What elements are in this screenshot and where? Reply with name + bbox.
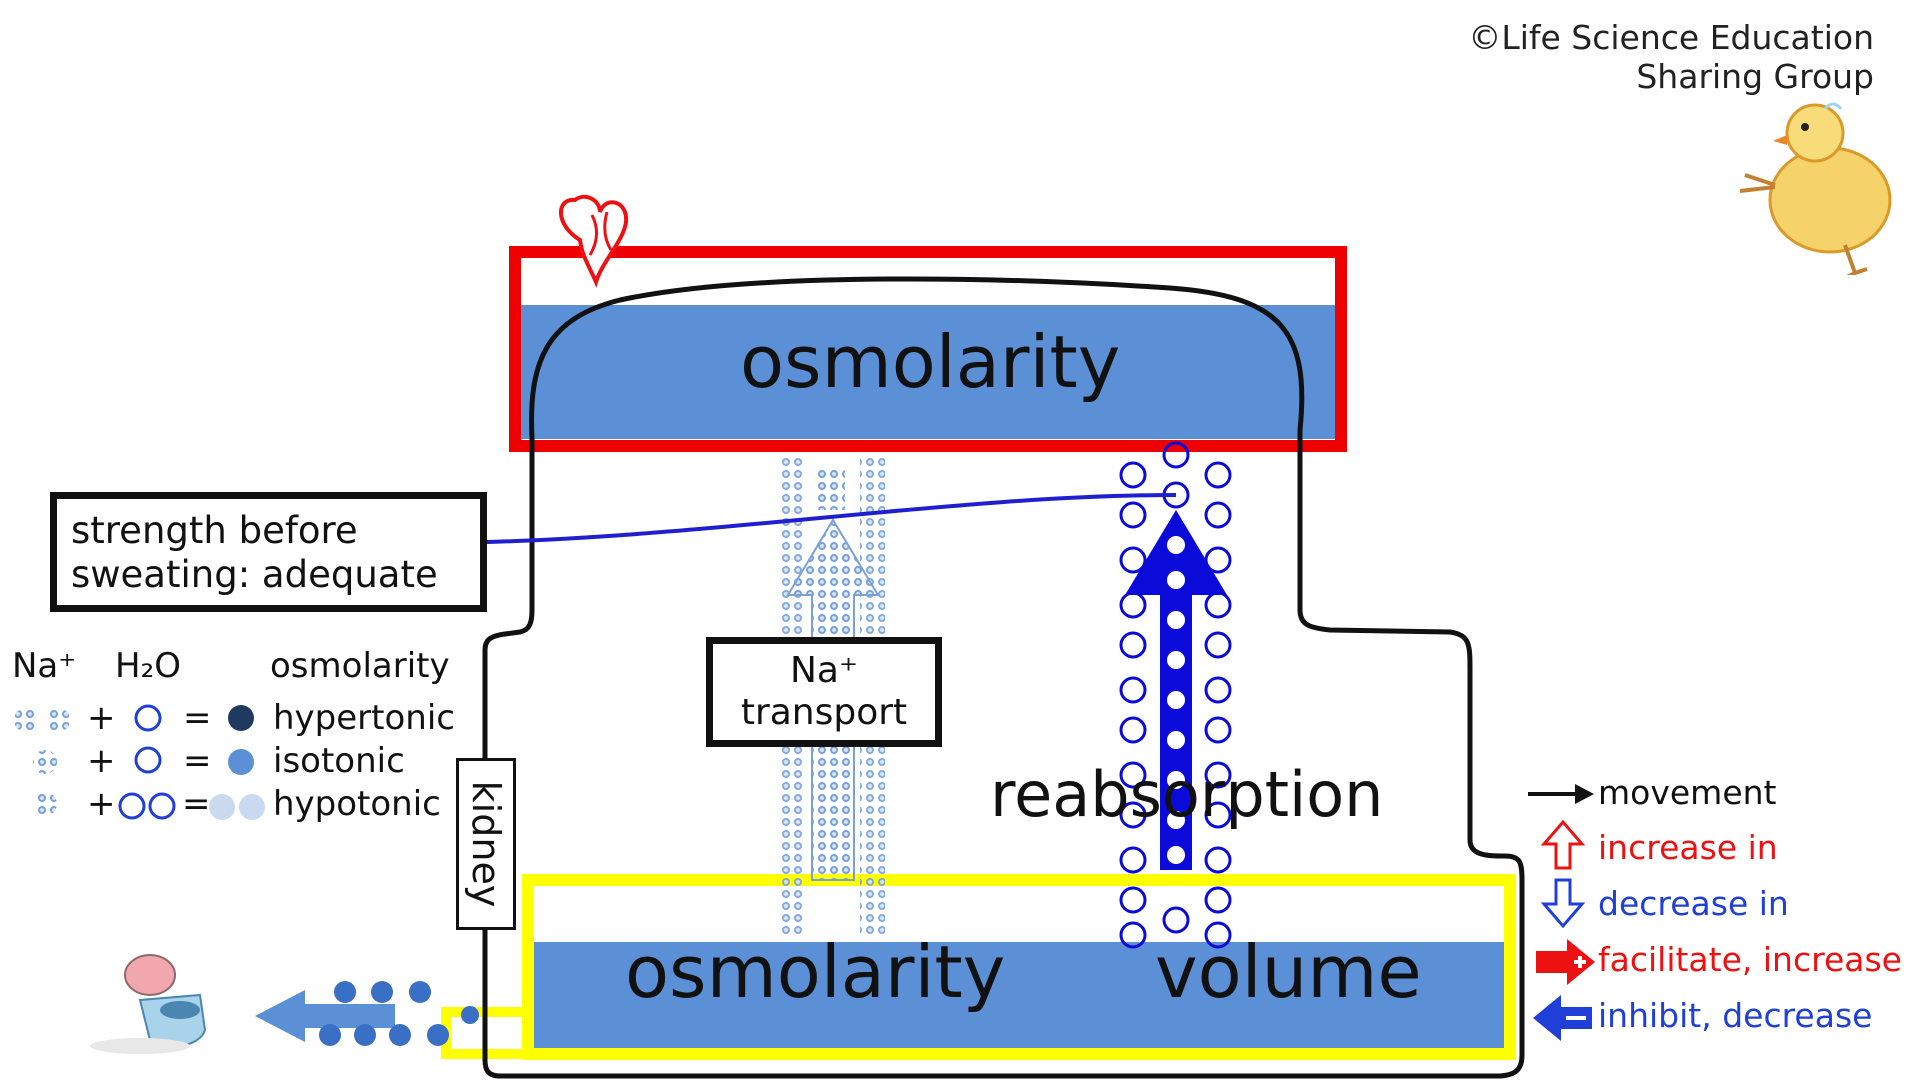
toilet-icon — [90, 954, 207, 1054]
legend-plus-3: + — [87, 784, 116, 824]
kidney-tag: kidney — [456, 758, 516, 930]
legend-equals-1: = — [183, 698, 212, 738]
legend-header-h2o: H₂O — [115, 646, 181, 686]
key-movement: movement — [1598, 773, 1777, 812]
lower-osmolarity-label: osmolarity — [625, 930, 1006, 1014]
callout-line — [441, 493, 1177, 545]
legend-header-osmolarity: osmolarity — [270, 646, 450, 686]
legend-equals-3: = — [182, 784, 211, 824]
copyright-credit: ©Life Science Education Sharing Group — [1468, 18, 1874, 96]
legend-hypertonic: hypertonic — [273, 698, 455, 738]
legend-plus-2: + — [87, 741, 116, 781]
legend-equals-2: = — [183, 741, 212, 781]
credit-line-1: ©Life Science Education — [1468, 18, 1874, 57]
legend-plus-1: + — [87, 698, 116, 738]
na-transport-line-1: Na⁺ — [790, 650, 858, 691]
water-reabsorption-flow — [1119, 441, 1232, 949]
key-increase: increase in — [1598, 828, 1778, 867]
lower-chamber-fill — [527, 942, 1509, 1054]
key-decrease: decrease in — [1598, 884, 1789, 923]
legend-glyphs — [14, 704, 265, 820]
key-facilitate: facilitate, increase — [1598, 940, 1902, 979]
urine-frame — [522, 874, 1516, 1060]
key-inhibit: inhibit, decrease — [1598, 996, 1873, 1035]
reabsorption-label: reabsorption — [990, 758, 1384, 831]
callout-line-2: sweating: adequate — [71, 553, 438, 596]
credit-line-2: Sharing Group — [1636, 57, 1874, 96]
heart-icon — [559, 194, 629, 288]
na-transport-box: Na⁺ transport — [706, 637, 942, 747]
legend-isotonic: isotonic — [273, 741, 405, 781]
legend-header-na: Na⁺ — [12, 646, 77, 686]
key-glyphs — [1528, 784, 1595, 1041]
callout-line-1: strength before — [71, 509, 358, 552]
upper-osmolarity-label: osmolarity — [740, 320, 1121, 404]
upper-chamber-fill — [521, 305, 1335, 439]
kidney-label: kidney — [464, 780, 508, 908]
na-transport-line-2: transport — [740, 692, 908, 733]
circulation-frame — [509, 246, 1347, 452]
legend-hypotonic: hypotonic — [273, 784, 441, 824]
excretion-arrow — [255, 981, 479, 1046]
chick-mascot-icon — [1739, 102, 1892, 275]
lower-volume-label: volume — [1155, 930, 1422, 1014]
sweating-strength-callout: strength before sweating: adequate — [50, 492, 487, 612]
body-outline — [482, 276, 1525, 1079]
